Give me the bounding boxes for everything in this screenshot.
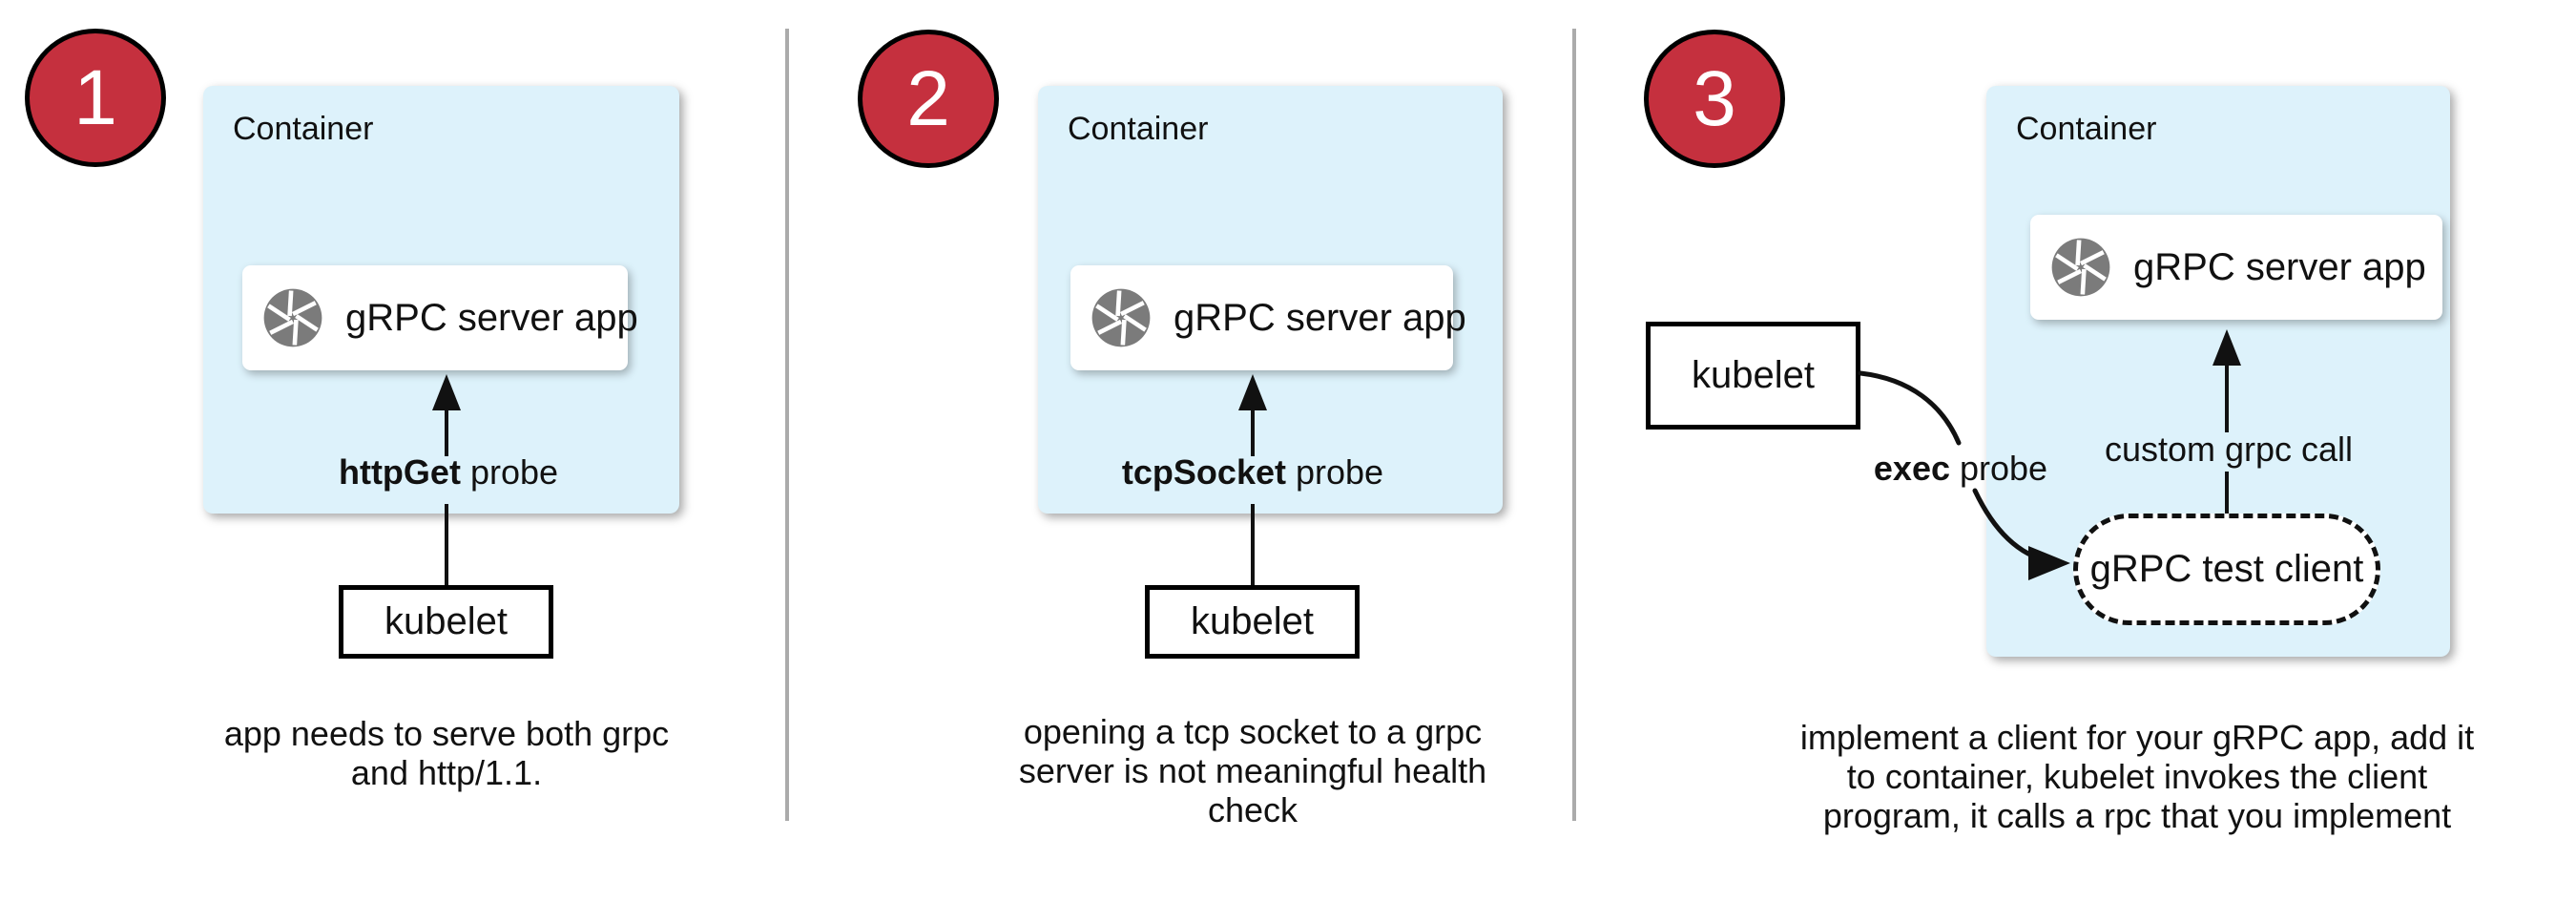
caption-line: and http/1.1. xyxy=(350,753,543,792)
step-number: 3 xyxy=(1693,54,1736,142)
aperture-icon xyxy=(1090,286,1153,349)
arrow-line xyxy=(2225,362,2229,432)
probe-keyword: exec xyxy=(1873,449,1950,488)
grpc-server-app-box: gRPC server app xyxy=(242,265,638,370)
column-divider xyxy=(1572,29,1576,821)
caption-line: check xyxy=(1207,790,1298,829)
step-number: 2 xyxy=(906,54,950,142)
panel-caption-2: opening a tcp socket to a grpc server is… xyxy=(966,712,1539,829)
arrow-line xyxy=(2225,472,2229,514)
step-badge-1: 1 xyxy=(25,29,166,167)
container-label: Container xyxy=(1068,111,1209,147)
aperture-icon xyxy=(2049,236,2112,299)
app-label: gRPC server app xyxy=(345,296,638,339)
step-badge-3: 3 xyxy=(1644,30,1785,168)
container-box-2: Container gRPC server app xyxy=(1038,86,1503,514)
caption-line: server is not meaningful health xyxy=(1018,751,1487,790)
container-label: Container xyxy=(2016,111,2157,147)
aperture-icon xyxy=(261,286,324,349)
kubelet-label: kubelet xyxy=(1191,600,1314,642)
step-badge-2: 2 xyxy=(858,30,999,168)
probe-word: probe xyxy=(460,452,559,492)
kubelet-label: kubelet xyxy=(1692,354,1815,396)
app-label: gRPC server app xyxy=(2133,245,2426,288)
panel-caption-1: app needs to serve both grpc and http/1.… xyxy=(160,714,733,792)
test-client-label: gRPC test client xyxy=(2089,548,2364,590)
container-label: Container xyxy=(233,111,374,147)
arrow-line xyxy=(1251,504,1255,585)
arrow-line xyxy=(445,407,448,456)
kubelet-box: kubelet xyxy=(339,585,553,659)
step-number: 1 xyxy=(73,53,117,141)
panel-caption-3: implement a client for your gRPC app, ad… xyxy=(1789,718,2485,835)
probe-keyword: httpGet xyxy=(338,452,461,492)
container-box-1: Container gRPC server app xyxy=(203,86,679,514)
test-client-shape: gRPC test client xyxy=(2073,514,2380,625)
caption-line: program, it calls a rpc that you impleme… xyxy=(1822,796,2452,835)
probe-label: exec probe xyxy=(1818,449,2104,489)
caption-line: app needs to serve both grpc xyxy=(223,714,670,753)
arrow-up-icon xyxy=(432,374,461,410)
arrow-up-icon xyxy=(2212,329,2241,366)
caption-line: opening a tcp socket to a grpc xyxy=(1023,712,1483,751)
grpc-server-app-box: gRPC server app xyxy=(2030,215,2442,320)
kubelet-label: kubelet xyxy=(384,600,508,642)
grpc-server-app-box: gRPC server app xyxy=(1070,265,1466,370)
arrow-up-icon xyxy=(1238,374,1267,410)
arrow-line xyxy=(445,504,448,585)
grpc-call-label: custom grpc call xyxy=(2104,430,2354,469)
kubelet-box: kubelet xyxy=(1145,585,1360,659)
caption-line: implement a client for your gRPC app, ad… xyxy=(1799,718,2475,757)
probe-keyword: tcpSocket xyxy=(1121,452,1286,492)
app-label: gRPC server app xyxy=(1174,296,1466,339)
arrow-line xyxy=(1251,407,1255,456)
kubelet-box: kubelet xyxy=(1646,322,1860,430)
column-divider xyxy=(785,29,789,821)
probe-label: tcpSocket probe xyxy=(1062,452,1444,493)
probe-word: probe xyxy=(1950,449,2048,488)
caption-line: to container, kubelet invokes the client xyxy=(1846,757,2428,796)
probe-word: probe xyxy=(1285,452,1384,492)
probe-label: httpGet probe xyxy=(258,452,639,493)
